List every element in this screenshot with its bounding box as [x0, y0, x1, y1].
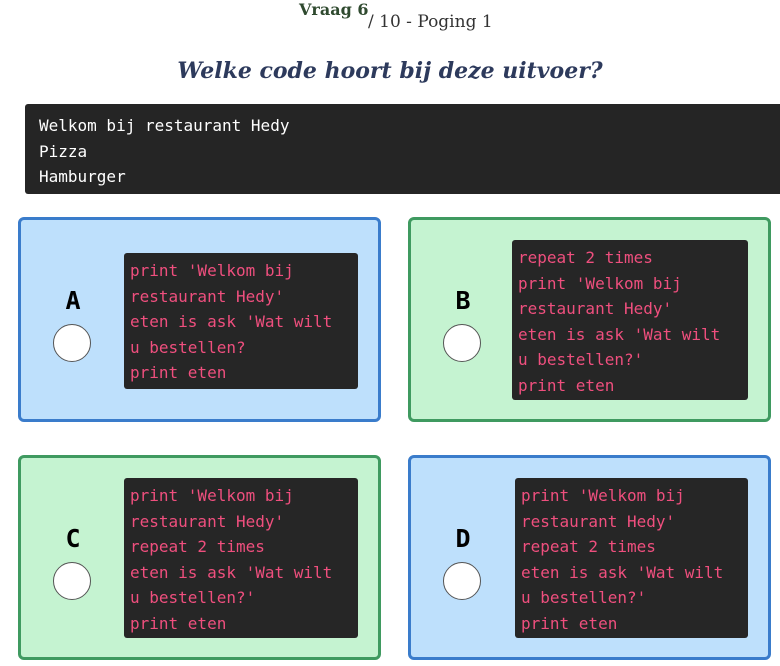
option-c-code: print 'Welkom bij restaurant Hedy' repea… [124, 478, 358, 638]
code-line: repeat 2 times [518, 248, 653, 267]
code-line: print 'Welkom bij [130, 261, 294, 280]
code-line: restaurant Hedy' [521, 511, 676, 531]
code-line: print 'Welkom bij [518, 273, 682, 293]
option-b-radio[interactable] [443, 324, 481, 362]
option-d-card[interactable]: D print 'Welkom bij restaurant Hedy' rep… [408, 455, 771, 660]
option-b-card[interactable]: B repeat 2 times print 'Welkom bij resta… [408, 217, 771, 422]
code-line: u bestellen?' [521, 588, 647, 607]
output-line: Pizza [39, 141, 88, 161]
code-line: print eten [130, 363, 227, 382]
option-a-card[interactable]: A print 'Welkom bij restaurant Hedy' ete… [18, 217, 381, 422]
expected-output: Welkom bij restaurant Hedy Pizza Hamburg… [25, 104, 780, 194]
option-b-letter: B [455, 286, 471, 315]
code-line: print 'Welkom bij [521, 486, 685, 505]
code-line: u bestellen?' [130, 588, 256, 607]
quiz-header: Vraag 6 / 10 - Poging 1 [0, 0, 780, 40]
code-line: eten is ask 'Wat wilt [521, 562, 724, 582]
output-line: Hamburger [39, 167, 126, 186]
code-line: print eten [521, 613, 618, 633]
code-line: u bestellen?' [518, 350, 644, 369]
code-line: eten is ask 'Wat wilt [130, 312, 333, 331]
option-d-radio[interactable] [443, 562, 481, 600]
question-prompt: Welke code hoort bij deze uitvoer? [177, 58, 603, 84]
code-line: print 'Welkom bij [130, 486, 294, 505]
option-a-radio[interactable] [53, 324, 91, 362]
code-line: u bestellen? [130, 337, 246, 357]
code-line: restaurant Hedy' [518, 299, 673, 318]
code-line: print eten [518, 375, 615, 395]
option-c-radio[interactable] [53, 562, 91, 600]
code-line: repeat 2 times [521, 537, 656, 556]
question-number: Vraag 6 [299, 0, 369, 19]
option-a-code: print 'Welkom bij restaurant Hedy' eten … [124, 253, 358, 389]
output-line: Welkom bij restaurant Hedy [39, 116, 290, 135]
option-c-card[interactable]: C print 'Welkom bij restaurant Hedy' rep… [18, 455, 381, 660]
option-d-code: print 'Welkom bij restaurant Hedy' repea… [515, 478, 748, 638]
option-d-letter: D [455, 524, 471, 553]
code-line: eten is ask 'Wat wilt [518, 324, 721, 344]
option-a-letter: A [65, 286, 81, 315]
code-line: eten is ask 'Wat wilt [130, 562, 333, 582]
question-progress: / 10 - Poging 1 [368, 12, 493, 32]
code-line: restaurant Hedy' [130, 286, 285, 306]
code-line: repeat 2 times [130, 537, 265, 556]
code-line: print eten [130, 613, 227, 633]
option-b-code: repeat 2 times print 'Welkom bij restaur… [512, 240, 748, 400]
code-line: restaurant Hedy' [130, 511, 285, 531]
option-c-letter: C [65, 524, 81, 553]
